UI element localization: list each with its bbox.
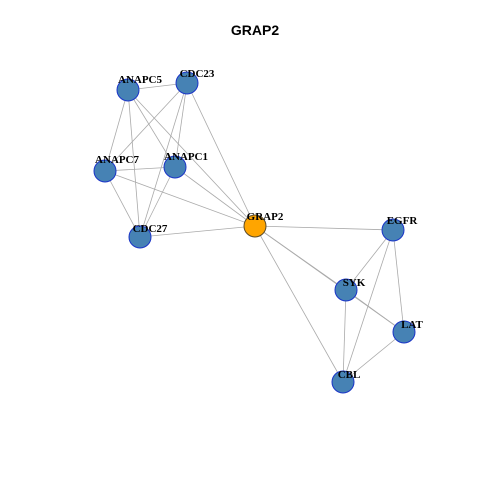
node-label-cbl: CBL (338, 369, 361, 381)
edges-layer (104, 82, 405, 383)
node-label-anapc1: ANAPC1 (164, 151, 208, 163)
edge-cdc27-grap2 (139, 225, 256, 238)
node-cdc23 (175, 71, 199, 95)
node-label-syk: SYK (343, 277, 366, 289)
edge-grap2-cbl (254, 225, 344, 383)
edge-anapc7-anapc1 (104, 166, 176, 172)
node-label-cdc27: CDC27 (133, 223, 168, 235)
node-cbl (331, 370, 355, 394)
node-lat (392, 320, 416, 344)
edge-cdc23-anapc7 (104, 82, 188, 172)
edge-anapc5-anapc1 (127, 89, 176, 168)
edge-anapc5-grap2 (127, 89, 256, 227)
edge-cdc23-anapc1 (174, 82, 188, 168)
edge-syk-cbl (342, 289, 347, 383)
edge-anapc1-cdc27 (139, 166, 176, 238)
edge-anapc5-cdc27 (127, 89, 141, 238)
edge-egfr-syk (345, 229, 394, 291)
edge-anapc5-anapc7 (104, 89, 129, 172)
edge-syk-lat (345, 289, 405, 333)
nodes-layer (93, 71, 416, 394)
node-grap2 (243, 214, 267, 238)
node-egfr (381, 218, 405, 242)
node-label-anapc5: ANAPC5 (118, 74, 162, 86)
edge-cdc23-cdc27 (139, 82, 188, 238)
node-syk (334, 278, 358, 302)
edge-anapc7-cdc27 (104, 170, 141, 238)
diagram-title: GRAP2 (231, 22, 279, 38)
edge-anapc7-grap2 (104, 170, 256, 227)
node-label-grap2: GRAP2 (247, 211, 284, 223)
node-label-egfr: EGFR (387, 215, 419, 227)
node-anapc1 (163, 155, 187, 179)
edge-grap2-egfr (254, 225, 394, 231)
node-label-lat: LAT (401, 319, 423, 331)
node-anapc7 (93, 159, 117, 183)
node-cdc27 (128, 225, 152, 249)
edge-cdc23-grap2 (186, 82, 256, 227)
node-label-anapc7: ANAPC7 (95, 154, 139, 166)
node-anapc5 (116, 78, 140, 102)
edge-lat-cbl (342, 331, 405, 383)
node-label-cdc23: CDC23 (180, 68, 215, 80)
edge-egfr-lat (392, 229, 405, 333)
edge-anapc1-grap2 (174, 166, 256, 227)
